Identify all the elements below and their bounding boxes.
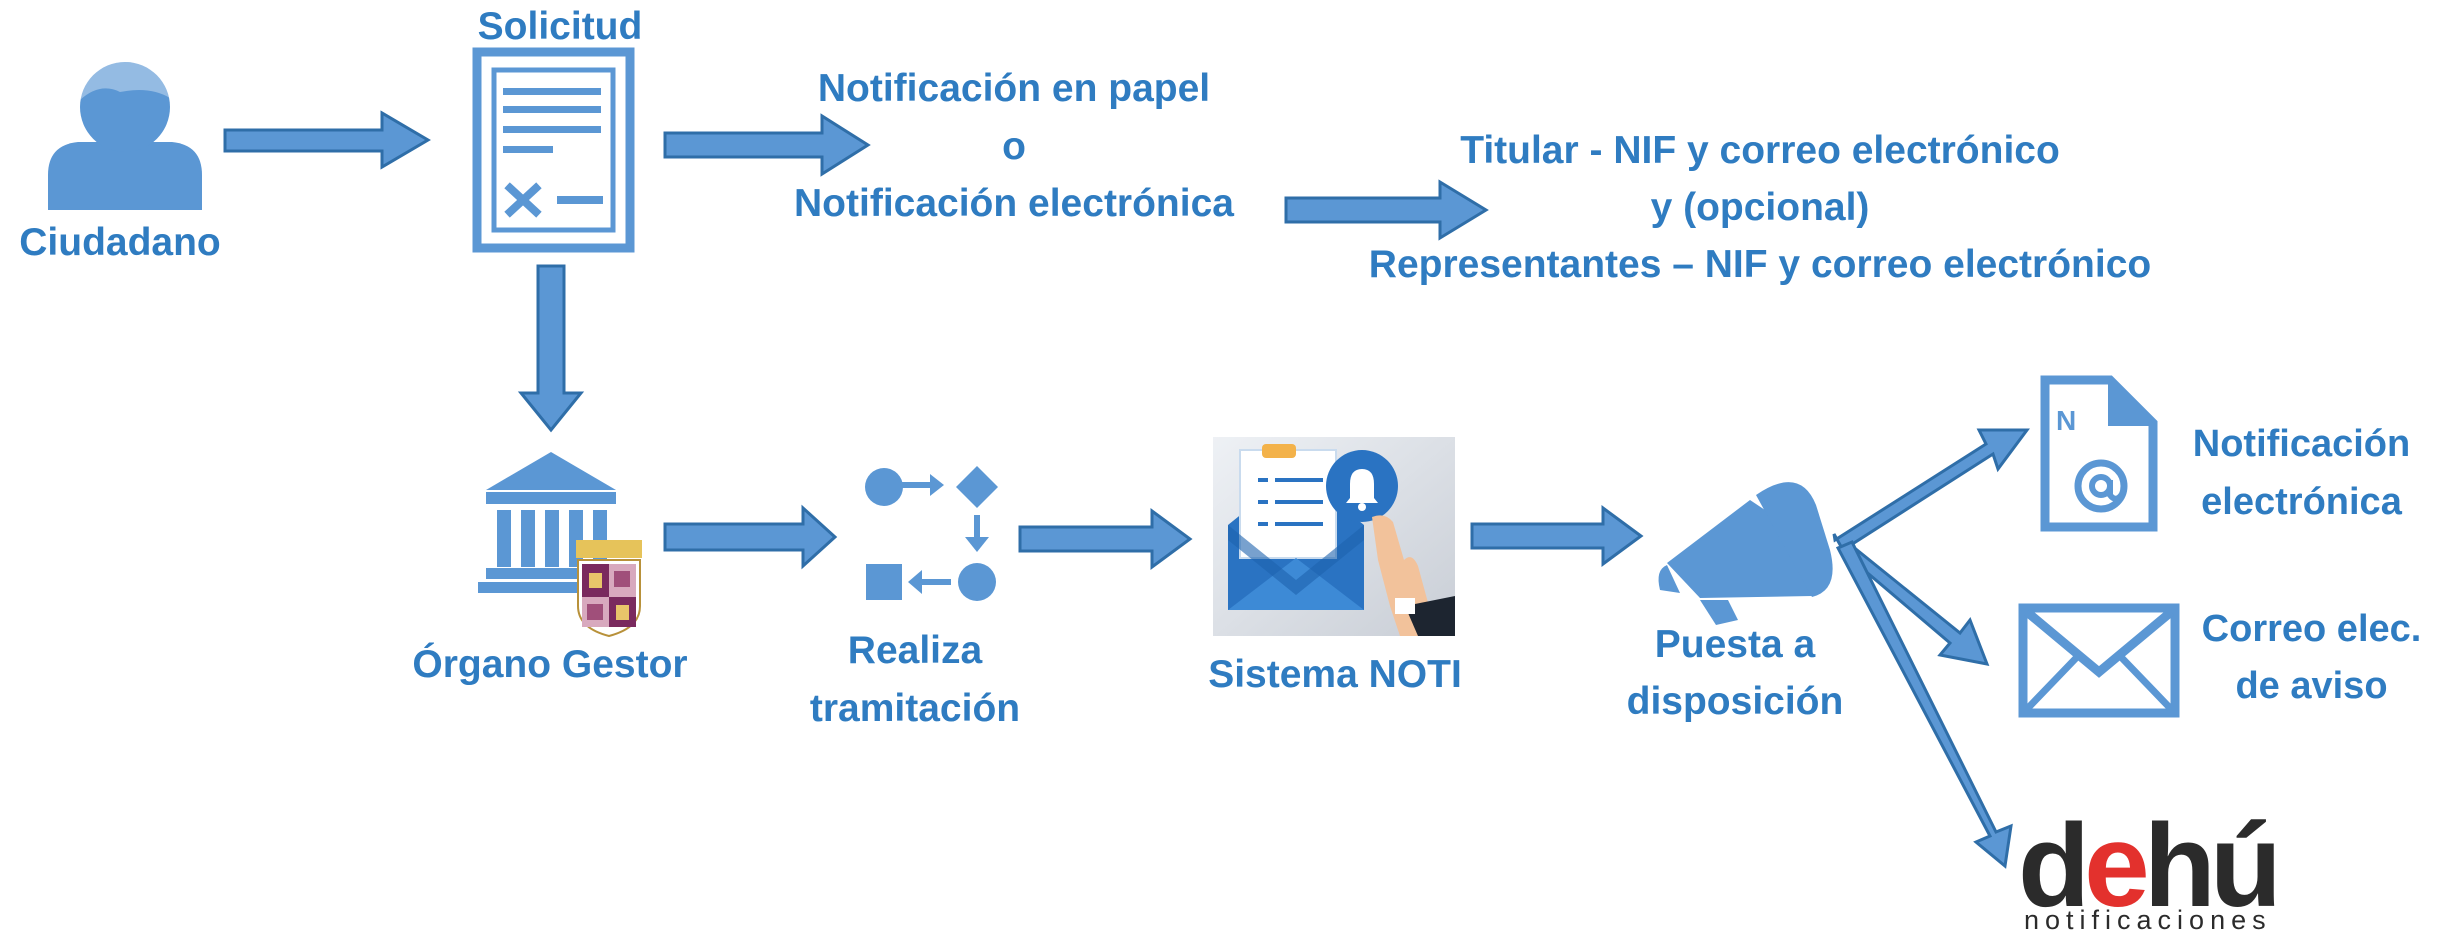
opcional-label: y (opcional) [1650, 186, 1870, 229]
titular-label: Titular - NIF y correo electrónico [1460, 129, 2060, 172]
coat-of-arms-logo [576, 540, 642, 638]
branch-arrow-dehu [1835, 540, 2013, 869]
branch-arrows [1832, 428, 2030, 869]
notification-or-label: o [1002, 125, 1026, 168]
out-notificacion-label: Notificación [2192, 423, 2411, 465]
arrow-solicitud-to-organo [517, 264, 585, 433]
solicitud-label: Solicitud [477, 5, 643, 48]
email-notification-file-icon: N [2040, 375, 2158, 532]
notification-electronic-label: Notificación electrónica [794, 182, 1234, 225]
megaphone-icon [1658, 482, 1833, 625]
branch-arrow-notificacion [1832, 428, 2030, 553]
envelope-icon [2018, 603, 2180, 718]
file-icon-letter-n: N [2056, 405, 2076, 436]
arrow-ciudadano-to-solicitud [223, 110, 431, 170]
arrow-solicitud-to-notificacion [663, 113, 871, 177]
process-flow-icon [865, 466, 998, 601]
puesta-label: Puesta a [1654, 623, 1816, 666]
noti-image [1213, 437, 1455, 636]
ciudadano-label: Ciudadano [19, 221, 221, 264]
tramitacion-label: tramitación [809, 687, 1021, 730]
dehu-logo: dehú notificaciones [2018, 800, 2282, 932]
arrow-organo-to-tramitacion [663, 504, 838, 570]
arrow-noti-to-puesta [1470, 505, 1644, 567]
sistema-noti-label: Sistema NOTI [1208, 653, 1462, 696]
out-electronica-label: electrónica [2201, 481, 2402, 523]
out-aviso-label: de aviso [2235, 665, 2388, 707]
person-icon [48, 62, 202, 210]
dehu-logo-subtitle: notificaciones [2024, 905, 2272, 932]
arrow-notificacion-to-titular [1284, 179, 1489, 241]
out-correo-label: Correo elec. [2201, 608, 2422, 650]
notification-paper-label: Notificación en papel [817, 67, 1211, 110]
building-icon [478, 452, 624, 593]
realiza-label: Realiza [847, 629, 983, 672]
branch-arrow-correo [1841, 544, 1990, 666]
representantes-label: Representantes – NIF y correo electrónic… [1368, 243, 2152, 286]
document-icon [472, 47, 635, 253]
disposicion-label: disposición [1626, 680, 1844, 723]
organo-gestor-label: Órgano Gestor [412, 643, 688, 686]
dehu-logo-wordmark: dehú [2018, 800, 2276, 932]
arrow-tramitacion-to-noti [1018, 508, 1193, 570]
